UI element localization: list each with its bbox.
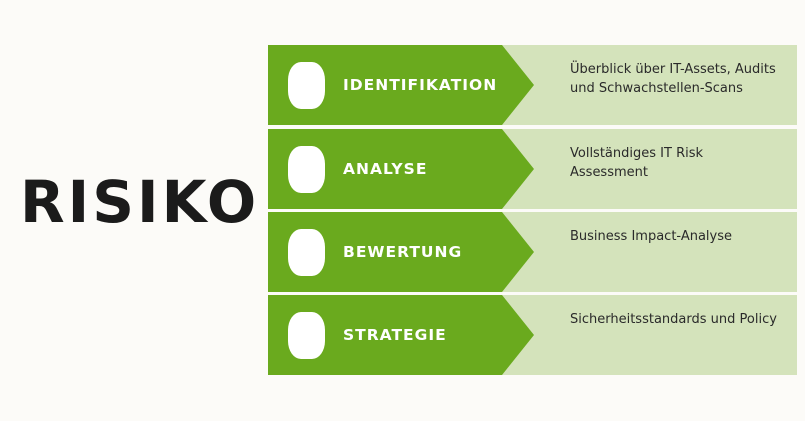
step-identifikation: IDENTIFIKATION Überblick über IT-Assets,… bbox=[268, 45, 797, 125]
arrow-shape bbox=[268, 129, 534, 209]
step-icon bbox=[288, 146, 325, 193]
step-icon bbox=[288, 312, 325, 359]
step-label: IDENTIFIKATION bbox=[343, 76, 498, 94]
arrow-shape bbox=[268, 295, 534, 375]
step-icon bbox=[288, 229, 325, 276]
step-description: Überblick über IT-Assets, Audits und Sch… bbox=[570, 62, 776, 96]
step-analyse: ANALYSE Vollständiges IT Risk Assessment bbox=[268, 129, 797, 209]
step-icon bbox=[288, 62, 325, 109]
diagram-title: RISIKO bbox=[20, 168, 260, 236]
step-label: STRATEGIE bbox=[343, 326, 447, 344]
step-strategie: STRATEGIE Sicherheitsstandards und Polic… bbox=[268, 295, 797, 375]
arrow-shape bbox=[268, 45, 534, 125]
step-label: ANALYSE bbox=[343, 160, 428, 178]
step-description: Vollständiges IT Risk Assessment bbox=[570, 146, 704, 180]
arrow-shape bbox=[268, 212, 534, 292]
step-description: Business Impact-Analyse bbox=[570, 229, 732, 244]
step-label: BEWERTUNG bbox=[343, 243, 463, 261]
step-description: Sicherheitsstandards und Policy bbox=[570, 312, 777, 327]
step-bewertung: BEWERTUNG Business Impact-Analyse bbox=[268, 212, 797, 292]
